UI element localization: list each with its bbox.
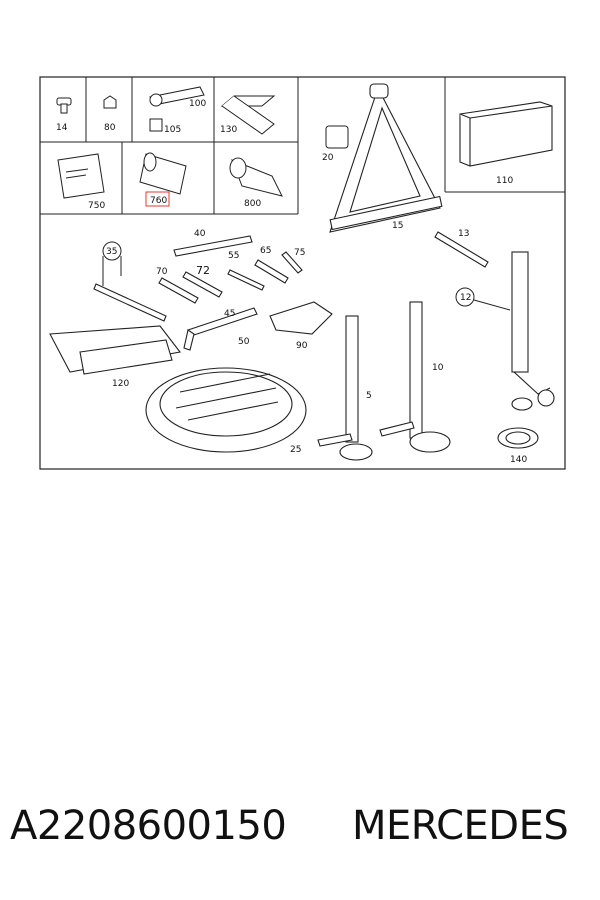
storage-case-icon xyxy=(459,101,553,167)
callout-130: 130 xyxy=(220,125,237,135)
callout-65: 65 xyxy=(260,246,271,256)
brand-name: MERCEDES xyxy=(352,803,569,849)
callout-circle-12 xyxy=(455,287,475,307)
callout-13: 13 xyxy=(458,229,469,239)
bit-icon xyxy=(281,251,303,274)
callout-12: 12 xyxy=(460,293,471,303)
pliers-icon xyxy=(254,259,289,284)
bolt-shank-icon xyxy=(60,103,68,114)
highlight-760 xyxy=(145,191,170,207)
tool-tray-icon xyxy=(145,367,307,453)
callout-75: 75 xyxy=(294,248,305,258)
callout-80: 80 xyxy=(104,123,116,133)
callout-90: 90 xyxy=(296,341,308,351)
callout-120: 120 xyxy=(112,379,129,389)
rod-icon xyxy=(434,231,489,268)
spanner-72-icon xyxy=(182,271,223,298)
tool-set-icons xyxy=(49,235,333,375)
callout-40: 40 xyxy=(194,229,206,239)
glove-icon xyxy=(269,301,333,335)
screwdriver-icon xyxy=(93,283,167,322)
clip-icon xyxy=(103,95,117,109)
callout-circle-35 xyxy=(102,241,122,261)
callout-140: 140 xyxy=(510,455,527,465)
jack-10-icon xyxy=(409,301,423,439)
jack-column-icon xyxy=(511,251,529,373)
holder-icon xyxy=(325,125,349,149)
callout-14: 14 xyxy=(56,123,68,133)
callout-25: 25 xyxy=(290,445,301,455)
callout-55: 55 xyxy=(228,251,239,261)
callout-760: 760 xyxy=(150,196,167,206)
inset-icons xyxy=(56,86,283,199)
callout-45: 45 xyxy=(224,309,235,319)
callout-750: 750 xyxy=(88,201,105,211)
callout-50: 50 xyxy=(238,337,250,347)
callout-20: 20 xyxy=(322,153,334,163)
callout-70: 70 xyxy=(156,267,168,277)
mat-icon xyxy=(49,325,181,373)
callout-800: 800 xyxy=(244,199,261,209)
callout-15: 15 xyxy=(392,221,403,231)
callout-72: 72 xyxy=(196,264,210,277)
spanner-70-icon xyxy=(158,277,199,304)
extension-bar-icon xyxy=(173,235,253,257)
callout-100: 100 xyxy=(189,99,206,109)
jack-icons xyxy=(317,301,451,461)
jack-assembly-icon xyxy=(434,231,555,449)
callout-35: 35 xyxy=(106,247,117,257)
part-number: A2208600150 xyxy=(10,803,287,849)
callout-105: 105 xyxy=(164,125,181,135)
socket-icon xyxy=(149,118,163,132)
callout-5: 5 xyxy=(366,391,372,401)
inset-grid xyxy=(40,77,565,215)
jack-5-icon xyxy=(345,315,359,443)
callout-10: 10 xyxy=(432,363,444,373)
wrench-icon xyxy=(227,269,265,291)
callout-110: 110 xyxy=(496,176,513,186)
warning-triangle-icon xyxy=(329,83,443,233)
